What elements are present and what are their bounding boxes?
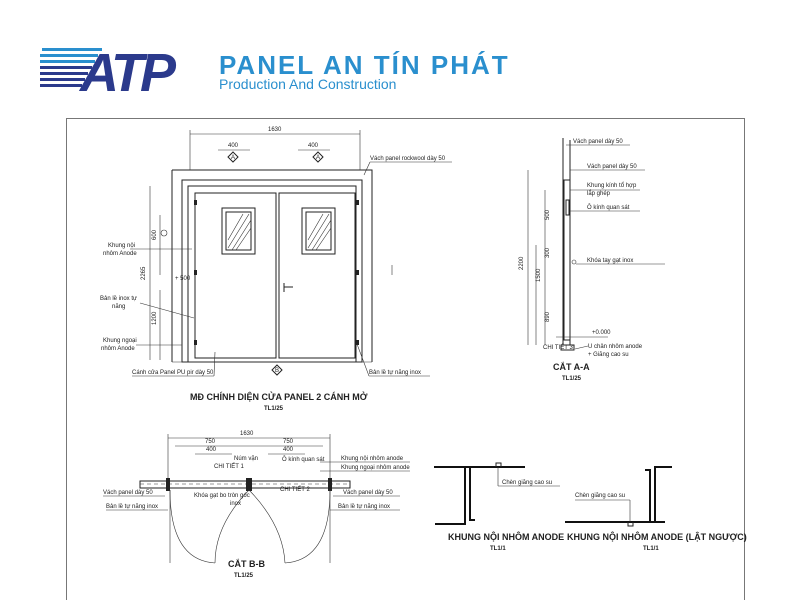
bb-dim-half-left: 750 [205,439,216,445]
bb-label-inner: Khung nội nhôm anode [341,456,404,462]
svg-text:B: B [275,368,279,374]
bb-dim-total: 1630 [240,431,254,437]
logo-mark: ATP [78,44,177,99]
dim-aa-d1: 500 [545,209,551,220]
front-view-scale: TL1/25 [264,406,284,412]
aa-detail-3: CHI TIẾT 3 [543,344,573,351]
door-leaf-left [194,192,277,359]
wall-outline [171,169,373,362]
dim-height-top: 600 [152,229,158,240]
window-left-glass [225,211,252,251]
dim-height-bottom: 1200 [152,311,158,325]
frame-flipped-scale: TL1/1 [643,546,659,552]
frame-inner-scale: TL1/1 [490,546,506,552]
frame-inner-title: KHUNG NỘI NHÔM ANODE [448,531,564,542]
brand-tagline: Production And Construction [219,76,397,92]
aa-scale: TL1/25 [562,376,582,382]
aa-label-gasket: + Giăng cao su [588,352,629,358]
section-marker-b [271,364,283,376]
window-right [301,207,336,255]
bb-wall-plan [139,480,351,489]
dim-offset: + 500 [175,276,191,282]
bb-detail-1: CHI TIẾT 1 [214,463,244,470]
glass-hatch-left [227,213,252,251]
svg-text:A: A [316,155,320,161]
bb-scale: TL1/25 [234,573,254,579]
company-logo: ATP [40,44,181,99]
level-mark: +0.000 [592,330,611,336]
front-view: 1630 400 400 A A B 2265 600 1200 + 500 K… [100,127,452,412]
front-view-title: MĐ CHÍNH DIỆN CỬA PANEL 2 CÁNH MỞ [190,391,368,402]
bb-label-wall-left: Vách panel dày 50 [103,490,153,496]
section-marker-a2 [312,151,324,163]
frame-flipped-label: Chèn giăng cao su [575,493,625,499]
bb-label-hinge-left: Bản lề tự năng inox [106,504,158,510]
door-handle [283,283,293,292]
bb-label-outer: Khung ngoại nhôm anode [341,465,410,471]
swing-arc-right [284,489,331,564]
bb-title: CẮT B-B [228,559,265,569]
label-auto-hinge: Bản lề tự năng inox [369,370,421,376]
dim-aa-d3: 1500 [536,268,542,282]
frame-profile [434,466,525,525]
frame-flipped-title: KHUNG NỘI NHÔM ANODE (LẬT NGƯỢC) [567,531,747,542]
aa-label-lock: Khóa tay gạt inox [587,258,633,264]
frame-inner-flipped-detail: Chèn giăng cao su KHUNG NỘI NHÔM ANODE (… [565,466,747,552]
dim-aa-d2: 300 [545,247,551,258]
bb-dim-win-left: 400 [206,447,217,453]
dim-aa-d4: 890 [545,311,551,322]
door-leaf-right [278,192,356,359]
dim-width: 1630 [268,127,282,133]
window-right-glass [305,211,332,251]
drawing-sheet [66,118,745,600]
door-section [563,179,571,341]
frame-profile-flipped [565,466,672,523]
dim-window-left: 400 [228,143,239,149]
aa-label-glass: Ô kính quan sát [587,204,630,211]
bb-dim-half-right: 750 [283,439,294,445]
label-wall-panel: Vách panel rockwool dày 50 [370,156,446,162]
frame-inner-detail: Chèn giăng cao su KHUNG NỘI NHÔM ANODE T… [434,462,564,552]
aa-label-u-foot: U chân nhôm anode [588,344,643,350]
svg-text:A: A [231,155,235,161]
bb-dim-win-right: 400 [283,447,294,453]
logo-stripes [40,48,102,87]
dim-aa-total: 2200 [519,256,525,270]
section-marker-a1 [227,151,239,163]
section-bb: 1630 750 750 400 400 Núm vặn CHI TIẾT 1 … [103,431,410,579]
brand-name: PANEL AN TÍN PHÁT [219,50,510,80]
section-aa: 2200 500 300 1500 890 +0.000 Vách panel … [519,138,665,382]
bb-detail-2: CHI TIẾT 2 [280,486,310,493]
label-door-leaf: Cánh cửa Panel PU pir dày 50 [132,369,214,376]
outer-frame [181,179,363,363]
window-left [221,207,256,255]
aa-label-wall-panel-2: Vách panel dày 50 [587,164,637,170]
bb-label-hinge-right: Bản lề tự năng inox [338,504,390,510]
u-foot [560,344,575,351]
aa-title: CẮT A-A [553,362,590,372]
bb-label-glass: Ô kính quan sát [282,456,325,463]
aa-label-wall-panel: Vách panel dày 50 [573,139,623,145]
glass-hatch-right [307,213,332,251]
frame-inner-label: Chèn giăng cao su [502,480,552,486]
dim-window-right: 400 [308,143,319,149]
swing-arc-left [169,489,216,564]
dim-height-total: 2265 [141,266,147,280]
bb-label-wall-right: Vách panel dày 50 [343,490,393,496]
bb-label-knob: Núm vặn [234,456,258,462]
